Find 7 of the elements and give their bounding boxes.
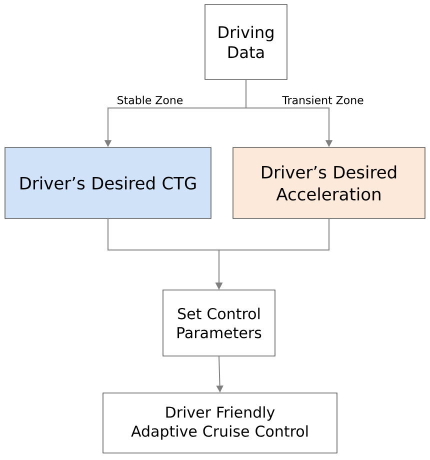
process-box: Driver Friendly Adaptive Cruise Control <box>102 392 338 454</box>
process-box: Driver’s Desired Acceleration <box>232 147 426 219</box>
edge-label: Transient Zone <box>282 96 364 104</box>
process-box: Driver’s Desired CTG <box>4 147 212 219</box>
edge-label: Stable Zone <box>118 96 183 104</box>
process-box: Driving Data <box>204 4 288 80</box>
process-box: Set Control Parameters <box>162 290 276 356</box>
